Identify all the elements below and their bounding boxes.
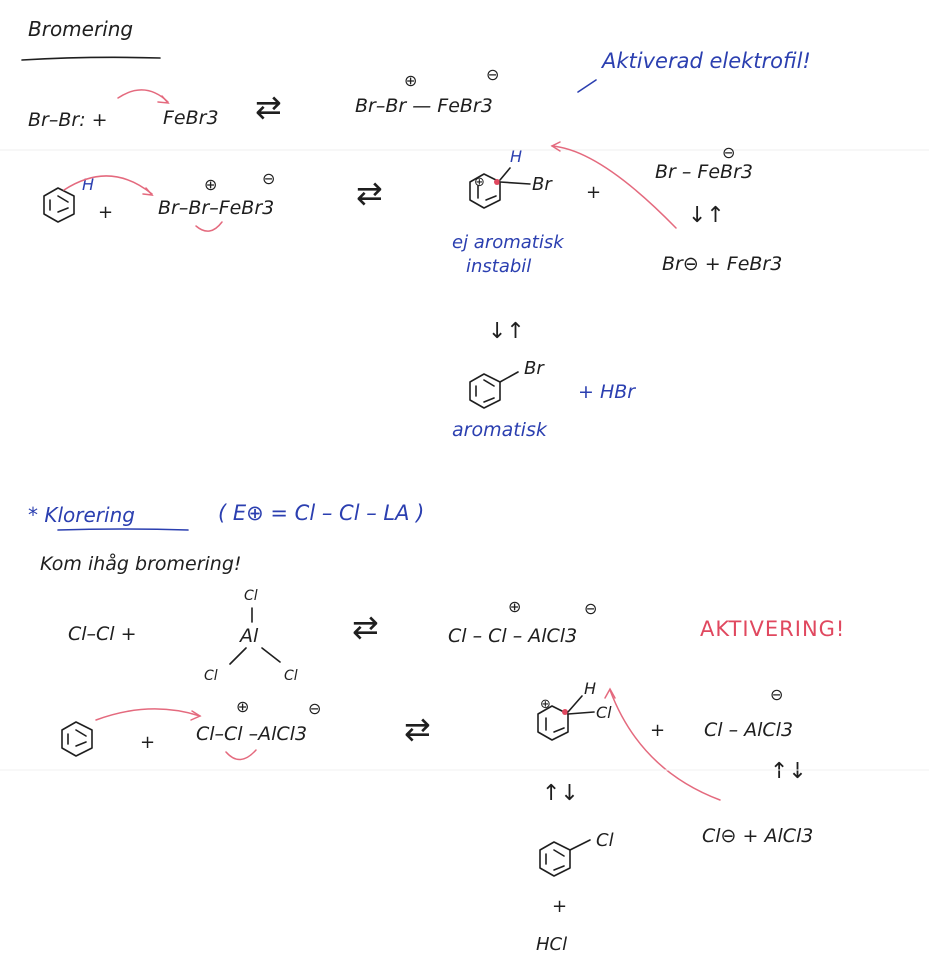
sigma-bonds-2 (567, 695, 595, 715)
arrowhead-2 (142, 187, 154, 196)
chlorination-underline (57, 528, 189, 531)
intermediate-br-1: Br (532, 174, 553, 195)
electrophile-2: Cl–Cl –AlCl3 (196, 723, 307, 745)
activated-complex-2: Cl – Cl – AlCl3 (448, 625, 577, 647)
chlorination-heading: * Klorering (28, 503, 135, 527)
alcl3-bonds (229, 607, 281, 665)
chlorobenzene-sub: Cl (596, 830, 614, 851)
aromatic-note: aromatisk (452, 419, 548, 441)
activated-complex-1: Br–Br — FeBr3 (355, 95, 493, 117)
intermediate-h-2: H (584, 679, 596, 698)
sigma-complex-2 (537, 705, 569, 741)
cl2-reactant: Cl–Cl + (68, 623, 137, 645)
arrowhead-7 (604, 687, 616, 699)
sigma-bonds-1 (499, 167, 531, 185)
br-dissociation: Br⊖ + FeBr3 (662, 253, 782, 275)
red-dot-2 (562, 709, 568, 715)
minus-charge-1: ⊖ (486, 65, 499, 84)
curved-arrow-7 (609, 689, 721, 801)
arrowhead-1 (157, 95, 170, 104)
sigma-complex-1 (469, 173, 501, 209)
plus-sign-1: + (98, 202, 113, 223)
arrowhead-4 (550, 141, 561, 152)
febr4-anion: Br – FeBr3 (655, 161, 753, 183)
red-dot-1 (494, 179, 500, 185)
alcl3-cl-top: Cl (244, 588, 258, 604)
curved-arrow-2 (63, 175, 153, 195)
alcl3-al: Al (238, 625, 259, 647)
plus-charge-2: ⊕ (204, 175, 217, 194)
note-arrow-1 (577, 79, 597, 93)
plus-sign-5: + (552, 896, 567, 917)
minus-charge-2: ⊖ (262, 169, 275, 188)
benzene-ring-1 (43, 187, 75, 223)
curved-arrow-3 (195, 221, 223, 232)
alcl3-cl-right: Cl (284, 668, 298, 684)
plus-sign-2: + (586, 182, 601, 203)
benzene-ring-2 (61, 721, 93, 757)
intermediate-charge-1: ⊕ (474, 175, 485, 190)
plus-charge-4: ⊕ (236, 697, 249, 716)
vertical-eq-3: ↑↓ (770, 759, 807, 784)
intermediate-charge-2: ⊕ (540, 697, 551, 712)
remember-note: Kom ihåg bromering! (40, 552, 242, 575)
activated-electrophile-note: Aktiverad elektrofil! (600, 49, 811, 73)
heading-underline (21, 56, 161, 61)
curved-arrow-4 (551, 145, 677, 229)
vertical-eq-2: ↓↑ (488, 319, 525, 344)
alcl3-cl-left: Cl (204, 668, 218, 684)
intermediate-h-1: H (510, 147, 522, 166)
cl-dissociation: Cl⊖ + AlCl3 (702, 825, 813, 847)
bromobenzene-sub: Br (524, 358, 545, 379)
activation-note: AKTIVERING! (700, 617, 845, 641)
electrophile-1: Br–Br–FeBr3 (158, 197, 274, 219)
vertical-eq-4: ↑↓ (542, 781, 579, 806)
curved-arrow-6 (225, 749, 257, 761)
not-aromatic-note: ej aromatisk (452, 232, 565, 253)
alcl4-anion: Cl – AlCl3 (704, 719, 793, 741)
unstable-note: instabil (466, 256, 531, 277)
equilibrium-arrow-4: ⇄ (404, 710, 431, 748)
vertical-eq-1: ↓↑ (688, 203, 725, 228)
equilibrium-arrow-2: ⇄ (356, 174, 383, 212)
arrowhead-5 (190, 710, 202, 721)
minus-charge-3: ⊖ (584, 599, 597, 618)
curved-arrow-5 (95, 708, 201, 721)
hcl-byproduct: HCl (536, 934, 567, 955)
intermediate-cl-2: Cl (596, 703, 612, 722)
plus-sign-3: + (140, 732, 155, 753)
bromination-heading: Bromering (28, 17, 133, 41)
electrophile-definition: ( E⊕ = Cl – Cl – LA ) (218, 501, 424, 525)
plus-sign-4: + (650, 720, 665, 741)
equilibrium-arrow-3: ⇄ (352, 608, 379, 646)
chlorobenzene-ring (539, 839, 591, 877)
equilibrium-arrow-1: ⇄ (255, 88, 282, 126)
bromobenzene-ring (469, 371, 519, 409)
plus-charge-1: ⊕ (404, 71, 417, 90)
anion-charge-1: ⊖ (722, 143, 735, 162)
curved-arrow-1 (117, 89, 169, 103)
febr3-reagent: FeBr3 (163, 107, 219, 129)
minus-charge-4: ⊖ (308, 699, 321, 718)
br2-reactant: Br–Br: + (28, 109, 108, 131)
plus-charge-3: ⊕ (508, 597, 521, 616)
hbr-byproduct: + HBr (578, 381, 636, 403)
anion-charge-2: ⊖ (770, 685, 783, 704)
